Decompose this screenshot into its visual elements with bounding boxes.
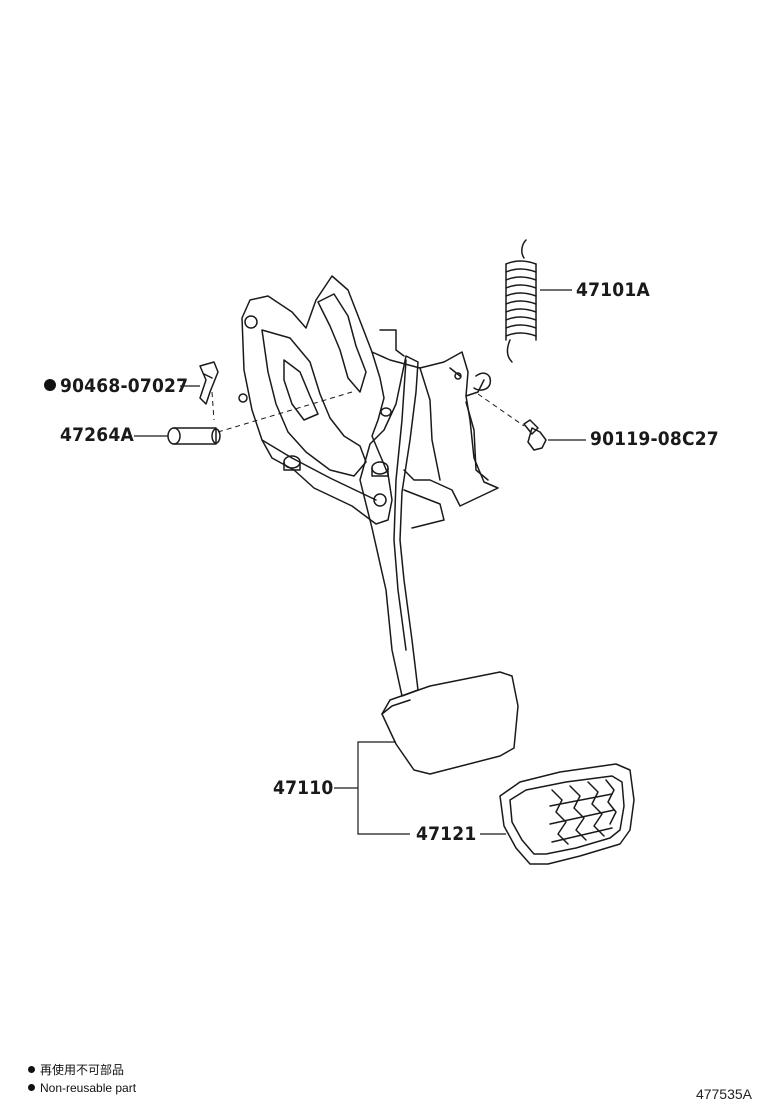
legend-en-text: Non-reusable part (40, 1081, 137, 1095)
legend-jp: 再使用不可部品 (28, 1064, 124, 1076)
right-bracket-plate (371, 351, 499, 529)
legend-jp-text: 再使用不可部品 (40, 1063, 125, 1077)
pedal-pad-shape (381, 671, 519, 775)
assembly-lines (211, 391, 525, 433)
clip-part (199, 361, 219, 405)
non-reusable-dot-icon (44, 379, 56, 391)
label-clip: 90468-07027 (44, 377, 188, 396)
clevis-pin (167, 427, 221, 445)
label-pedal-pad: 47121 (416, 823, 477, 845)
pivot-bosses (283, 407, 392, 477)
label-pedal: 47110 (273, 777, 334, 799)
legend-dot-icon (28, 1084, 35, 1091)
legend-dot-icon (28, 1066, 35, 1073)
figure-id: 477535A (695, 1086, 752, 1102)
left-bracket-plate (238, 275, 405, 525)
return-spring (505, 239, 537, 363)
label-pin: 47264A (60, 424, 134, 446)
legend-en: Non-reusable part (28, 1082, 136, 1094)
label-spring: 47101A (576, 279, 650, 301)
label-clip-text: 90468-07027 (60, 375, 189, 397)
pedal-pad-rubber (499, 763, 635, 865)
pedal-arm (359, 355, 419, 697)
leader-lines (134, 289, 586, 835)
stop-bolt (523, 419, 547, 451)
spring-hook (473, 372, 492, 391)
label-bolt: 90119-08C27 (590, 428, 719, 450)
